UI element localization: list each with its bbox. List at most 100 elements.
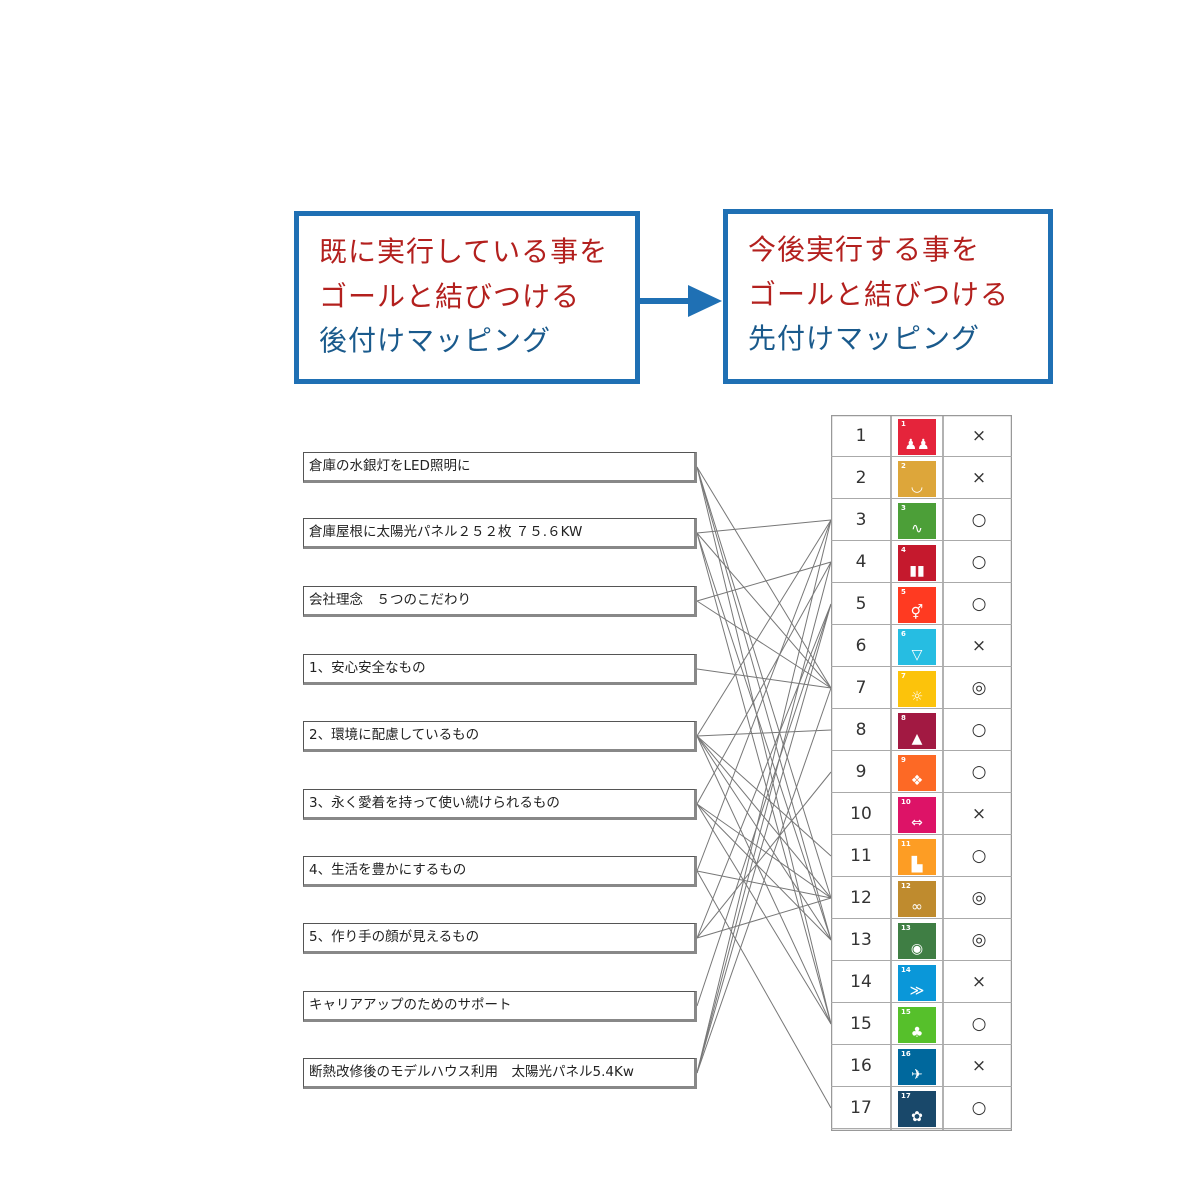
connection-line xyxy=(696,603,832,939)
retroactive-line-2: ゴールと結びつける xyxy=(319,280,581,313)
sdg-goal-15-tree-icon: 15♣ xyxy=(898,1007,936,1043)
connection-line xyxy=(696,466,832,941)
retroactive-line-1: 既に実行している事を xyxy=(319,235,609,268)
flow-arrow-icon xyxy=(688,285,722,317)
activity-item-2: 倉庫屋根に太陽光パネル２５２枚 ７５.６KW xyxy=(303,518,697,549)
sdg-icon-number: 6 xyxy=(901,630,906,638)
sdg-icon-number: 12 xyxy=(901,882,911,890)
sdg-table-frame xyxy=(831,415,1012,1131)
sdg-goal-9-cubes-icon: 9❖ xyxy=(898,755,936,791)
connection-line xyxy=(696,687,832,1074)
sdg-mark: ◎ xyxy=(971,930,987,950)
connection-line xyxy=(696,561,832,1074)
partnership-icon: ✿ xyxy=(911,1109,923,1125)
sdg-number: 14 xyxy=(850,972,872,992)
sdg-icon-number: 10 xyxy=(901,798,911,806)
connection-line xyxy=(696,603,832,1007)
proactive-mapping-box: 今後実行する事を ゴールと結びつける 先付けマッピング xyxy=(723,209,1053,384)
sdg-goal-10-equality-icon: 10 ⇔ xyxy=(898,797,936,833)
connection-line xyxy=(696,603,832,1074)
retroactive-mapping-box: 既に実行している事を ゴールと結びつける 後付けマッピング xyxy=(294,211,640,384)
sdg-number: 8 xyxy=(855,720,867,740)
connection-line xyxy=(696,897,832,939)
sdg-mark: × xyxy=(971,804,987,824)
connection-line xyxy=(696,519,832,534)
sdg-icon-number: 11 xyxy=(901,840,911,848)
sdg-icon-number: 1 xyxy=(901,420,906,428)
sdg-number: 4 xyxy=(855,552,867,572)
proactive-line-2: ゴールと結びつける xyxy=(748,278,1010,311)
connection-line xyxy=(696,735,832,941)
equality-icon: ⇔ xyxy=(911,815,923,831)
connection-line xyxy=(696,803,832,899)
book-icon: ▮▮ xyxy=(909,563,925,579)
retroactive-line-3: 後付けマッピング xyxy=(319,324,552,357)
sdg-icon-number: 16 xyxy=(901,1050,911,1058)
dove-icon: ✈ xyxy=(911,1067,923,1083)
sdg-number: 13 xyxy=(850,930,872,950)
activity-item-9: キャリアアップのためのサポート xyxy=(303,991,697,1022)
connection-line xyxy=(696,600,832,689)
sdg-icon-number: 13 xyxy=(901,924,911,932)
sdg-number: 16 xyxy=(850,1056,872,1076)
sdg-icon-number: 2 xyxy=(901,462,906,470)
sdg-goal-3-heartbeat-icon: 3∿ xyxy=(898,503,936,539)
connection-line xyxy=(696,870,832,899)
city-icon: ▙ xyxy=(911,857,923,873)
connection-line xyxy=(696,668,832,689)
activity-item-6: 3、永く愛着を持って使い続けられるもの xyxy=(303,789,697,820)
connection-line xyxy=(696,532,832,941)
sdg-goal-11-city-icon: 11 ▙ xyxy=(898,839,936,875)
sdg-row: 11 11 ▙ ○ xyxy=(831,835,1012,877)
sdg-goal-7-sun-icon: 7☼ xyxy=(898,671,936,707)
sdg-mark: ○ xyxy=(971,1014,987,1034)
sdg-goal-12-infinity-icon: 12∞ xyxy=(898,881,936,917)
connection-line xyxy=(696,735,832,857)
sdg-goal-14-fish-icon: 14≫ xyxy=(898,965,936,1001)
sdg-goal-5-gender-icon: 5⚥ xyxy=(898,587,936,623)
connection-line xyxy=(696,519,832,737)
bowl-icon: ◡ xyxy=(910,479,924,495)
connection-line xyxy=(696,561,832,805)
connection-line xyxy=(696,532,832,689)
connection-line xyxy=(696,519,832,1074)
sdg-icon-number: 9 xyxy=(901,756,906,764)
connection-line xyxy=(696,561,832,602)
heartbeat-icon: ∿ xyxy=(911,521,923,537)
sdg-number: 11 xyxy=(850,846,872,866)
activity-item-3: 会社理念 ５つのこだわり xyxy=(303,586,697,617)
sdg-icon-number: 8 xyxy=(901,714,906,722)
connection-line xyxy=(696,729,832,737)
activity-item-7: 4、生活を豊かにするもの xyxy=(303,856,697,887)
sdg-icon-number: 15 xyxy=(901,1008,911,1016)
sdg-mark: ◎ xyxy=(971,678,987,698)
sdg-mark: ○ xyxy=(971,1098,987,1118)
sdg-number: 3 xyxy=(855,510,867,530)
activity-item-1: 倉庫の水銀灯をLED照明に xyxy=(303,452,697,483)
sdg-mark: × xyxy=(971,972,987,992)
sdg-goal-2-bowl-icon: 2◡ xyxy=(898,461,936,497)
connection-line xyxy=(696,532,832,1025)
sdg-goal-16-dove-icon: 16 ✈ xyxy=(898,1049,936,1085)
sdg-goal-8-growth-chart-icon: 8▲ xyxy=(898,713,936,749)
connection-line xyxy=(696,803,832,941)
connection-line xyxy=(696,771,832,939)
sdg-mark: × xyxy=(971,468,987,488)
sdg-number: 17 xyxy=(850,1098,872,1118)
sdg-icon-number: 5 xyxy=(901,588,906,596)
sdg-mark: ○ xyxy=(971,846,987,866)
connection-line xyxy=(696,803,832,1025)
sdg-icon-number: 3 xyxy=(901,504,906,512)
connection-line xyxy=(696,466,832,689)
